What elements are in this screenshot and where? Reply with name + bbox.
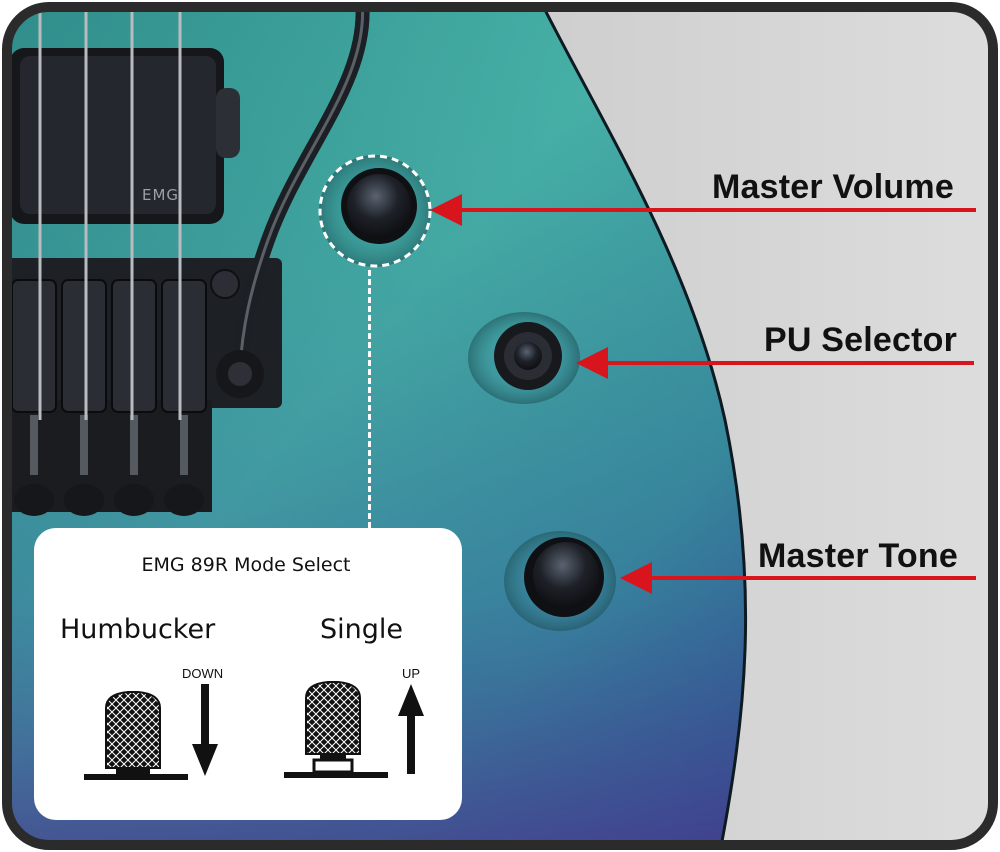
arrow-down-icon xyxy=(192,684,218,776)
knob-up-icon xyxy=(284,681,388,778)
knob-connector-line xyxy=(368,270,371,528)
single-label: Single xyxy=(320,614,404,645)
up-label: UP xyxy=(402,666,421,681)
master-volume-knob[interactable] xyxy=(305,148,445,278)
master-tone-label: Master Tone xyxy=(758,537,958,575)
arrow-up-icon xyxy=(398,684,424,774)
master-volume-label: Master Volume xyxy=(712,168,954,206)
pickup-brand-logo: EMG xyxy=(142,186,180,204)
mode-select-panel: EMG 89R Mode Select Humbucker Single DOW… xyxy=(34,528,462,820)
pu-selector-label: PU Selector xyxy=(764,321,958,359)
master-tone-knob[interactable] xyxy=(500,525,630,635)
knob-down-icon xyxy=(84,691,188,780)
mode-select-title: EMG 89R Mode Select xyxy=(141,554,351,576)
humbucker-label: Humbucker xyxy=(60,614,216,645)
down-label: DOWN xyxy=(182,666,224,681)
pu-selector-switch[interactable] xyxy=(462,306,592,416)
